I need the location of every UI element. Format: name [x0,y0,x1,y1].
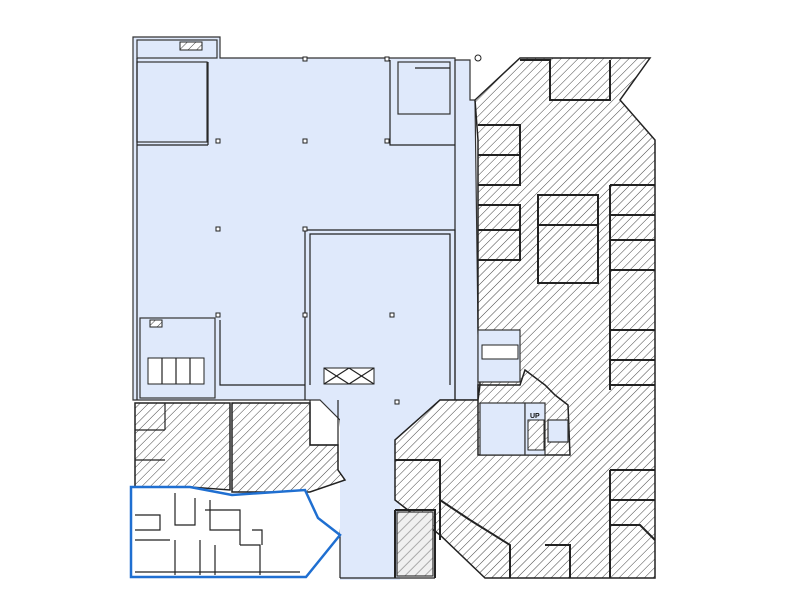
tenant-suite-west[interactable] [134,402,231,491]
room-northeast-office[interactable] [397,61,451,115]
room-northwest[interactable] [136,61,208,143]
tenant-suite-east[interactable] [394,57,656,579]
structural-columns [215,56,400,405]
selected-suite-interior-walls [135,493,300,575]
room-stair-top-left[interactable] [136,39,218,59]
loading-bay[interactable] [396,511,434,577]
stair-icon [179,41,203,51]
freight-elevator[interactable] [323,367,375,385]
stair-up-label: UP [530,413,540,420]
stair-icon-east [527,419,545,451]
stair-icon-small [149,319,163,328]
room-stair-east-side[interactable] [547,419,569,443]
tenant-suite-east-walls [395,59,656,578]
column-marker [474,54,482,62]
common-area-corridor [340,400,400,580]
room-stair-east[interactable] [479,402,526,456]
restroom-fixtures [481,344,519,360]
tenant-suite-central-west[interactable] [231,402,347,493]
selected-suite[interactable] [129,485,342,579]
